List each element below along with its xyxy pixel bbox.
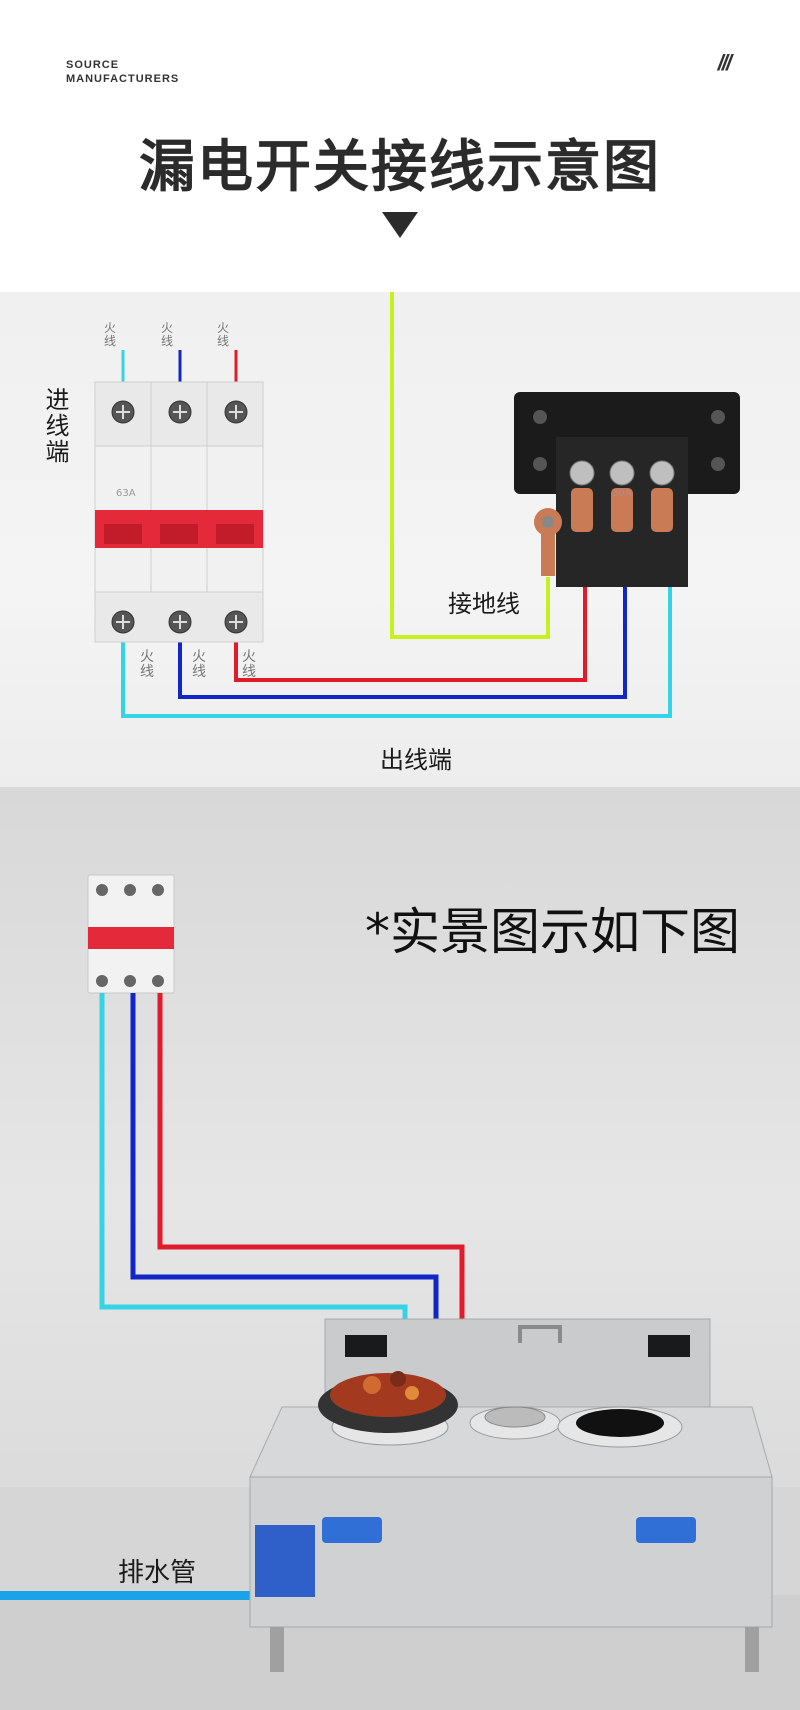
decorative-slashes: /// — [717, 50, 732, 75]
top-phase-label-3: 火线 — [217, 321, 230, 348]
output-wire-cyan — [121, 577, 672, 718]
terminal-block — [514, 392, 740, 587]
down-triangle-icon — [382, 212, 418, 238]
breaker-rating: 63A — [116, 488, 136, 499]
scene-wire-cyan — [99, 993, 408, 1322]
brand-line-2: MANUFACTURERS — [66, 73, 180, 85]
scene-title: *实景图示如下图 — [365, 903, 740, 961]
top-phase-label-1: 火线 — [104, 321, 117, 348]
drain-pipe — [0, 1591, 250, 1600]
ground-lug — [534, 508, 562, 576]
bottom-phase-label-1: 火线 — [140, 649, 154, 680]
scene-wire-blue — [130, 993, 439, 1322]
scene-wire-red — [157, 993, 465, 1322]
brand-block: SOURCE MANUFACTURERS — [66, 58, 179, 86]
terminal-rating: 30A — [612, 488, 632, 499]
ground-wire-label: 接地线 — [448, 590, 520, 618]
bottom-phase-label-3: 火线 — [242, 649, 256, 680]
page-title: 漏电开关接线示意图 — [139, 135, 661, 200]
bottom-phase-label-2: 火线 — [192, 649, 206, 680]
ground-wire — [390, 292, 550, 639]
induction-stove — [249, 1318, 773, 1672]
output-side-label: 出线端 — [380, 746, 452, 774]
wall-breaker — [87, 874, 175, 994]
circuit-breaker — [94, 381, 264, 643]
output-wire-red — [234, 577, 587, 682]
brand-line-1: SOURCE — [66, 59, 120, 71]
output-wire-blue — [178, 577, 627, 699]
wiring-diagram: 火线 火线 火线 火线 火线 火线 63A 30A 进线端 接地线 出线端 — [0, 292, 800, 787]
scene-photo: *实景图示如下图 排水管 — [0, 787, 800, 1710]
drain-pipe-label: 排水管 — [118, 1558, 197, 1588]
input-side-label: 进线端 — [41, 387, 69, 465]
top-phase-label-2: 火线 — [161, 321, 174, 348]
scene-svg — [0, 874, 800, 1710]
wiring-diagram-svg — [94, 292, 740, 718]
